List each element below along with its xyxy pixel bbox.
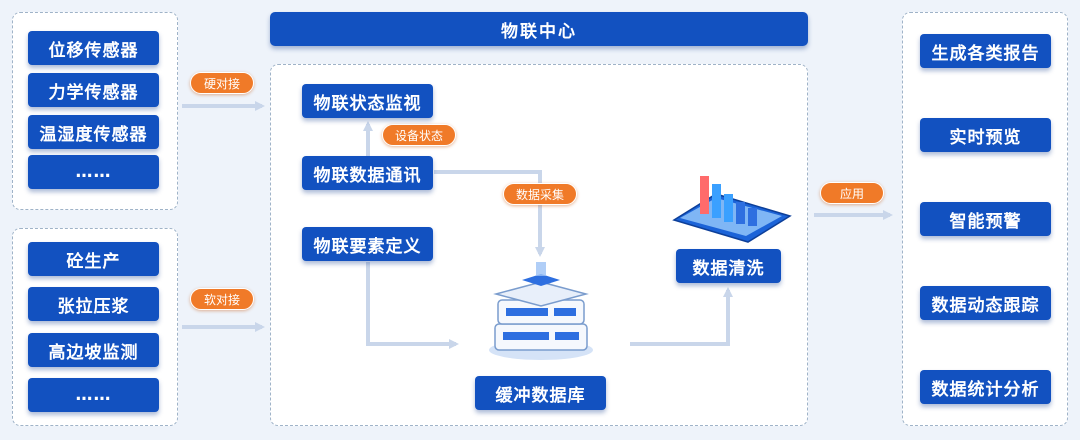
sensor-more: …… <box>28 155 159 189</box>
sensor-mechanical: 力学传感器 <box>28 73 159 107</box>
sensor-displacement: 位移传感器 <box>28 31 159 65</box>
tablet-chart-illustration <box>672 176 792 243</box>
data-collection-tag: 数据采集 <box>503 183 577 205</box>
iot-data-comm: 物联数据通讯 <box>302 156 433 190</box>
system-tension-grouting: 张拉压浆 <box>28 287 159 321</box>
output-warning: 智能预警 <box>920 202 1051 236</box>
system-more: …… <box>28 378 159 412</box>
output-preview: 实时预览 <box>920 118 1051 152</box>
buffer-database: 缓冲数据库 <box>475 376 606 410</box>
collect-arrow <box>434 170 545 257</box>
define-arrow <box>366 262 459 349</box>
soft-connect-tag: 软对接 <box>190 288 254 310</box>
system-slope-monitoring: 高边坡监测 <box>28 333 159 367</box>
iot-element-define: 物联要素定义 <box>302 227 433 261</box>
iot-status-monitor: 物联状态监视 <box>302 84 433 118</box>
system-concrete: 砼生产 <box>28 242 159 276</box>
iot-center-title: 物联中心 <box>270 12 808 46</box>
output-tracking: 数据动态跟踪 <box>920 286 1051 320</box>
data-cleaning: 数据清洗 <box>676 249 781 283</box>
hard-connect-tag: 硬对接 <box>190 72 254 94</box>
sensor-temp-humidity: 温湿度传感器 <box>28 115 159 149</box>
output-reports: 生成各类报告 <box>920 34 1051 68</box>
device-status-tag: 设备状态 <box>382 124 456 146</box>
clean-arrow <box>630 287 733 346</box>
apply-tag: 应用 <box>820 182 884 204</box>
output-statistics: 数据统计分析 <box>920 370 1051 404</box>
server-illustration <box>489 262 593 360</box>
